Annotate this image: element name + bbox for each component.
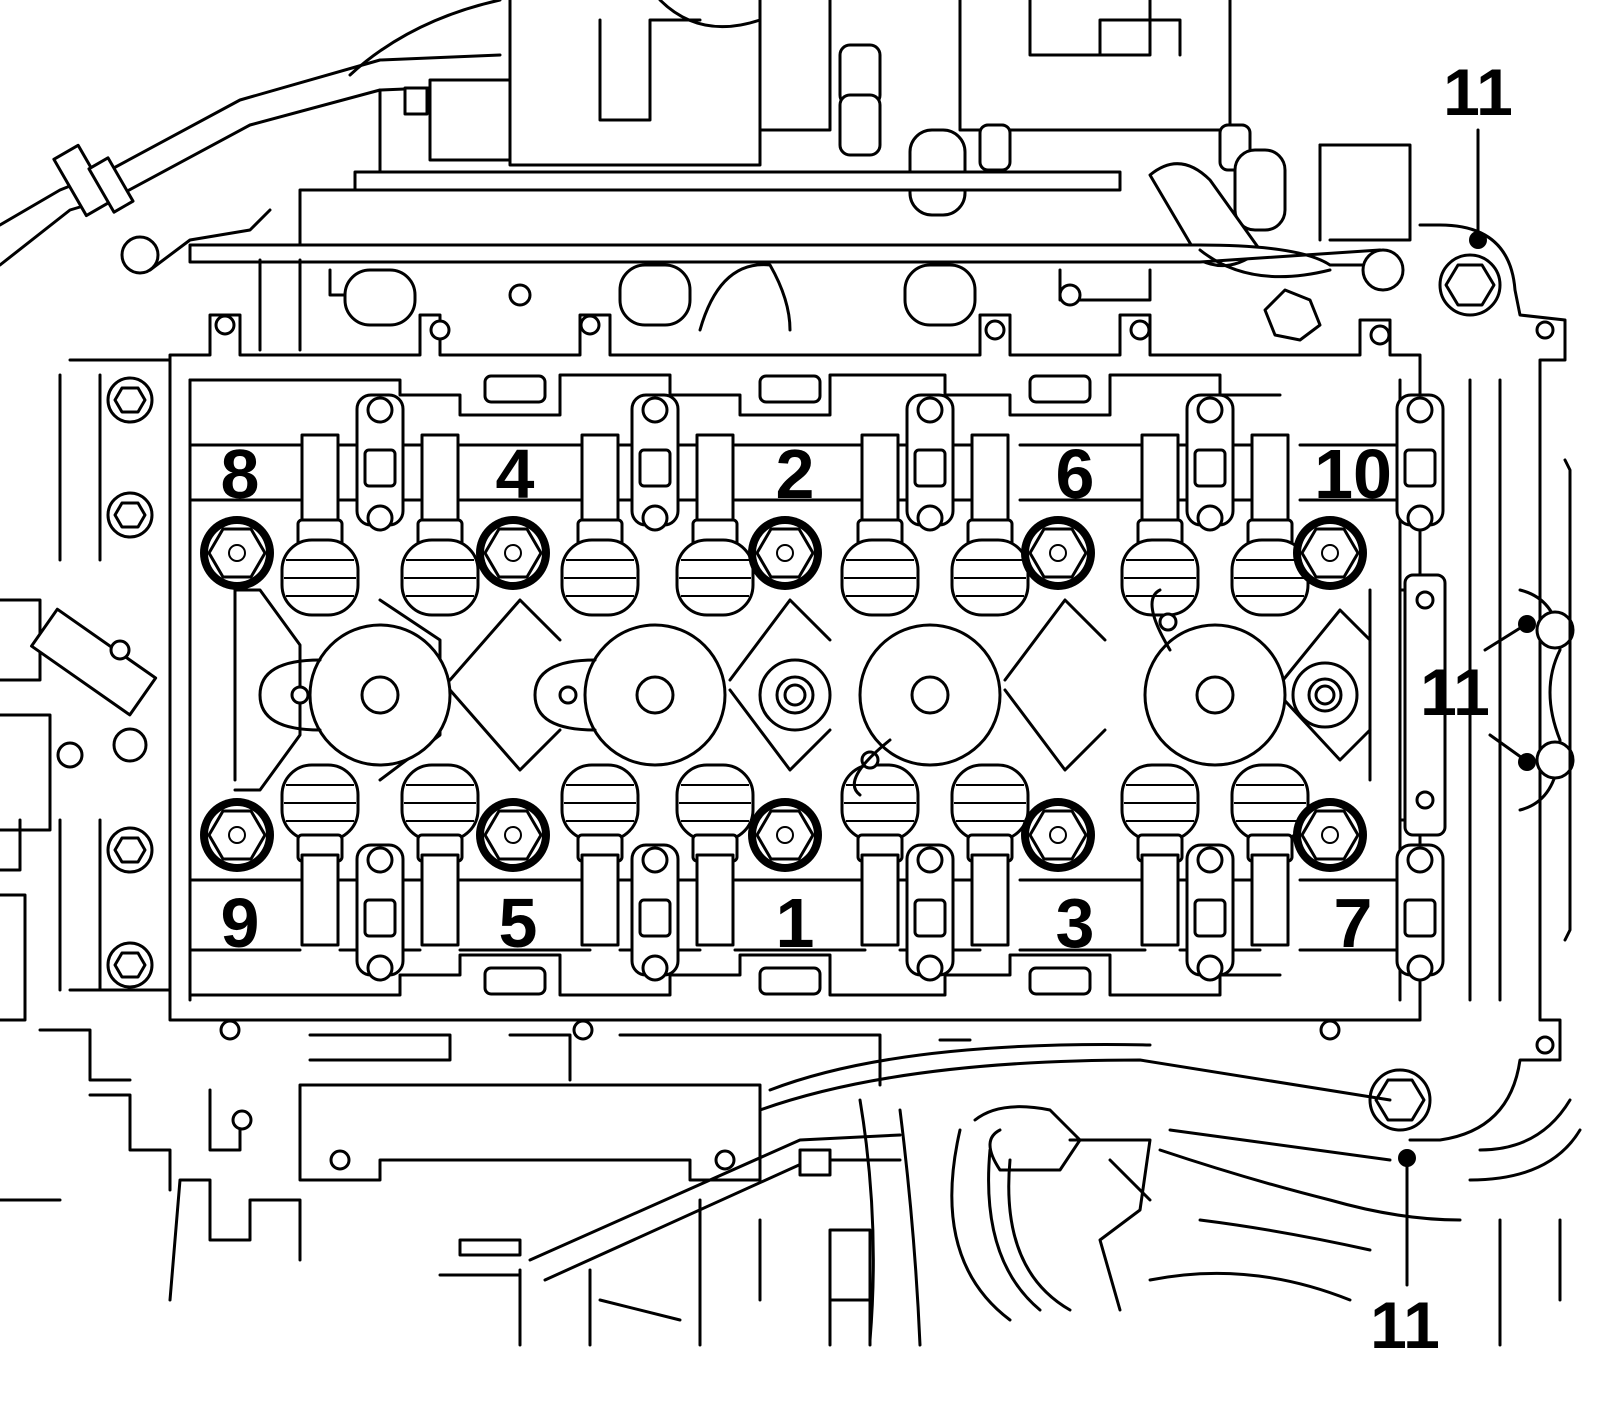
label-bolt-10: 10 bbox=[1314, 435, 1392, 513]
label-bolt-2: 2 bbox=[776, 435, 815, 513]
left-side-components bbox=[0, 358, 172, 1202]
numbered-head-bolts bbox=[200, 516, 1367, 872]
bolt-2 bbox=[748, 516, 822, 590]
bolt-1 bbox=[748, 798, 822, 872]
right-side-timing-cover bbox=[1368, 223, 1575, 1142]
valve-springs-lower bbox=[280, 763, 1310, 947]
label-bolt-7: 7 bbox=[1334, 884, 1373, 962]
bolt-3 bbox=[1021, 798, 1095, 872]
bolt-10 bbox=[1293, 516, 1367, 590]
label-bolt-9: 9 bbox=[221, 884, 260, 962]
bolt-6 bbox=[1021, 516, 1095, 590]
label-bolt-5: 5 bbox=[499, 884, 538, 962]
camshaft-caps-lower bbox=[355, 843, 1445, 982]
spark-plug-wells bbox=[233, 588, 1372, 797]
label-bolt-1: 1 bbox=[776, 884, 815, 962]
label-bolt-11-bottom: 11 bbox=[1370, 1288, 1440, 1362]
bolt-sequence-labels: 8 4 2 6 10 9 5 1 3 7 11 11 11 bbox=[221, 55, 1513, 1362]
bolt-4 bbox=[476, 516, 550, 590]
callout-11-leaders bbox=[1398, 128, 1536, 1287]
label-bolt-11-top: 11 bbox=[1443, 55, 1513, 129]
label-bolt-11-side: 11 bbox=[1420, 655, 1490, 729]
upper-engine-components bbox=[0, 0, 1412, 352]
bolt-5 bbox=[476, 798, 550, 872]
lower-engine-components bbox=[168, 1033, 1582, 1347]
valve-springs-upper bbox=[280, 433, 1310, 617]
camshaft-caps-upper bbox=[355, 393, 1445, 532]
label-bolt-3: 3 bbox=[1056, 884, 1095, 962]
bolt-7 bbox=[1293, 798, 1367, 872]
bolt-9 bbox=[200, 798, 274, 872]
label-bolt-6: 6 bbox=[1056, 435, 1095, 513]
label-bolt-8: 8 bbox=[221, 435, 260, 513]
bolt-8 bbox=[200, 516, 274, 590]
label-bolt-4: 4 bbox=[496, 435, 535, 513]
